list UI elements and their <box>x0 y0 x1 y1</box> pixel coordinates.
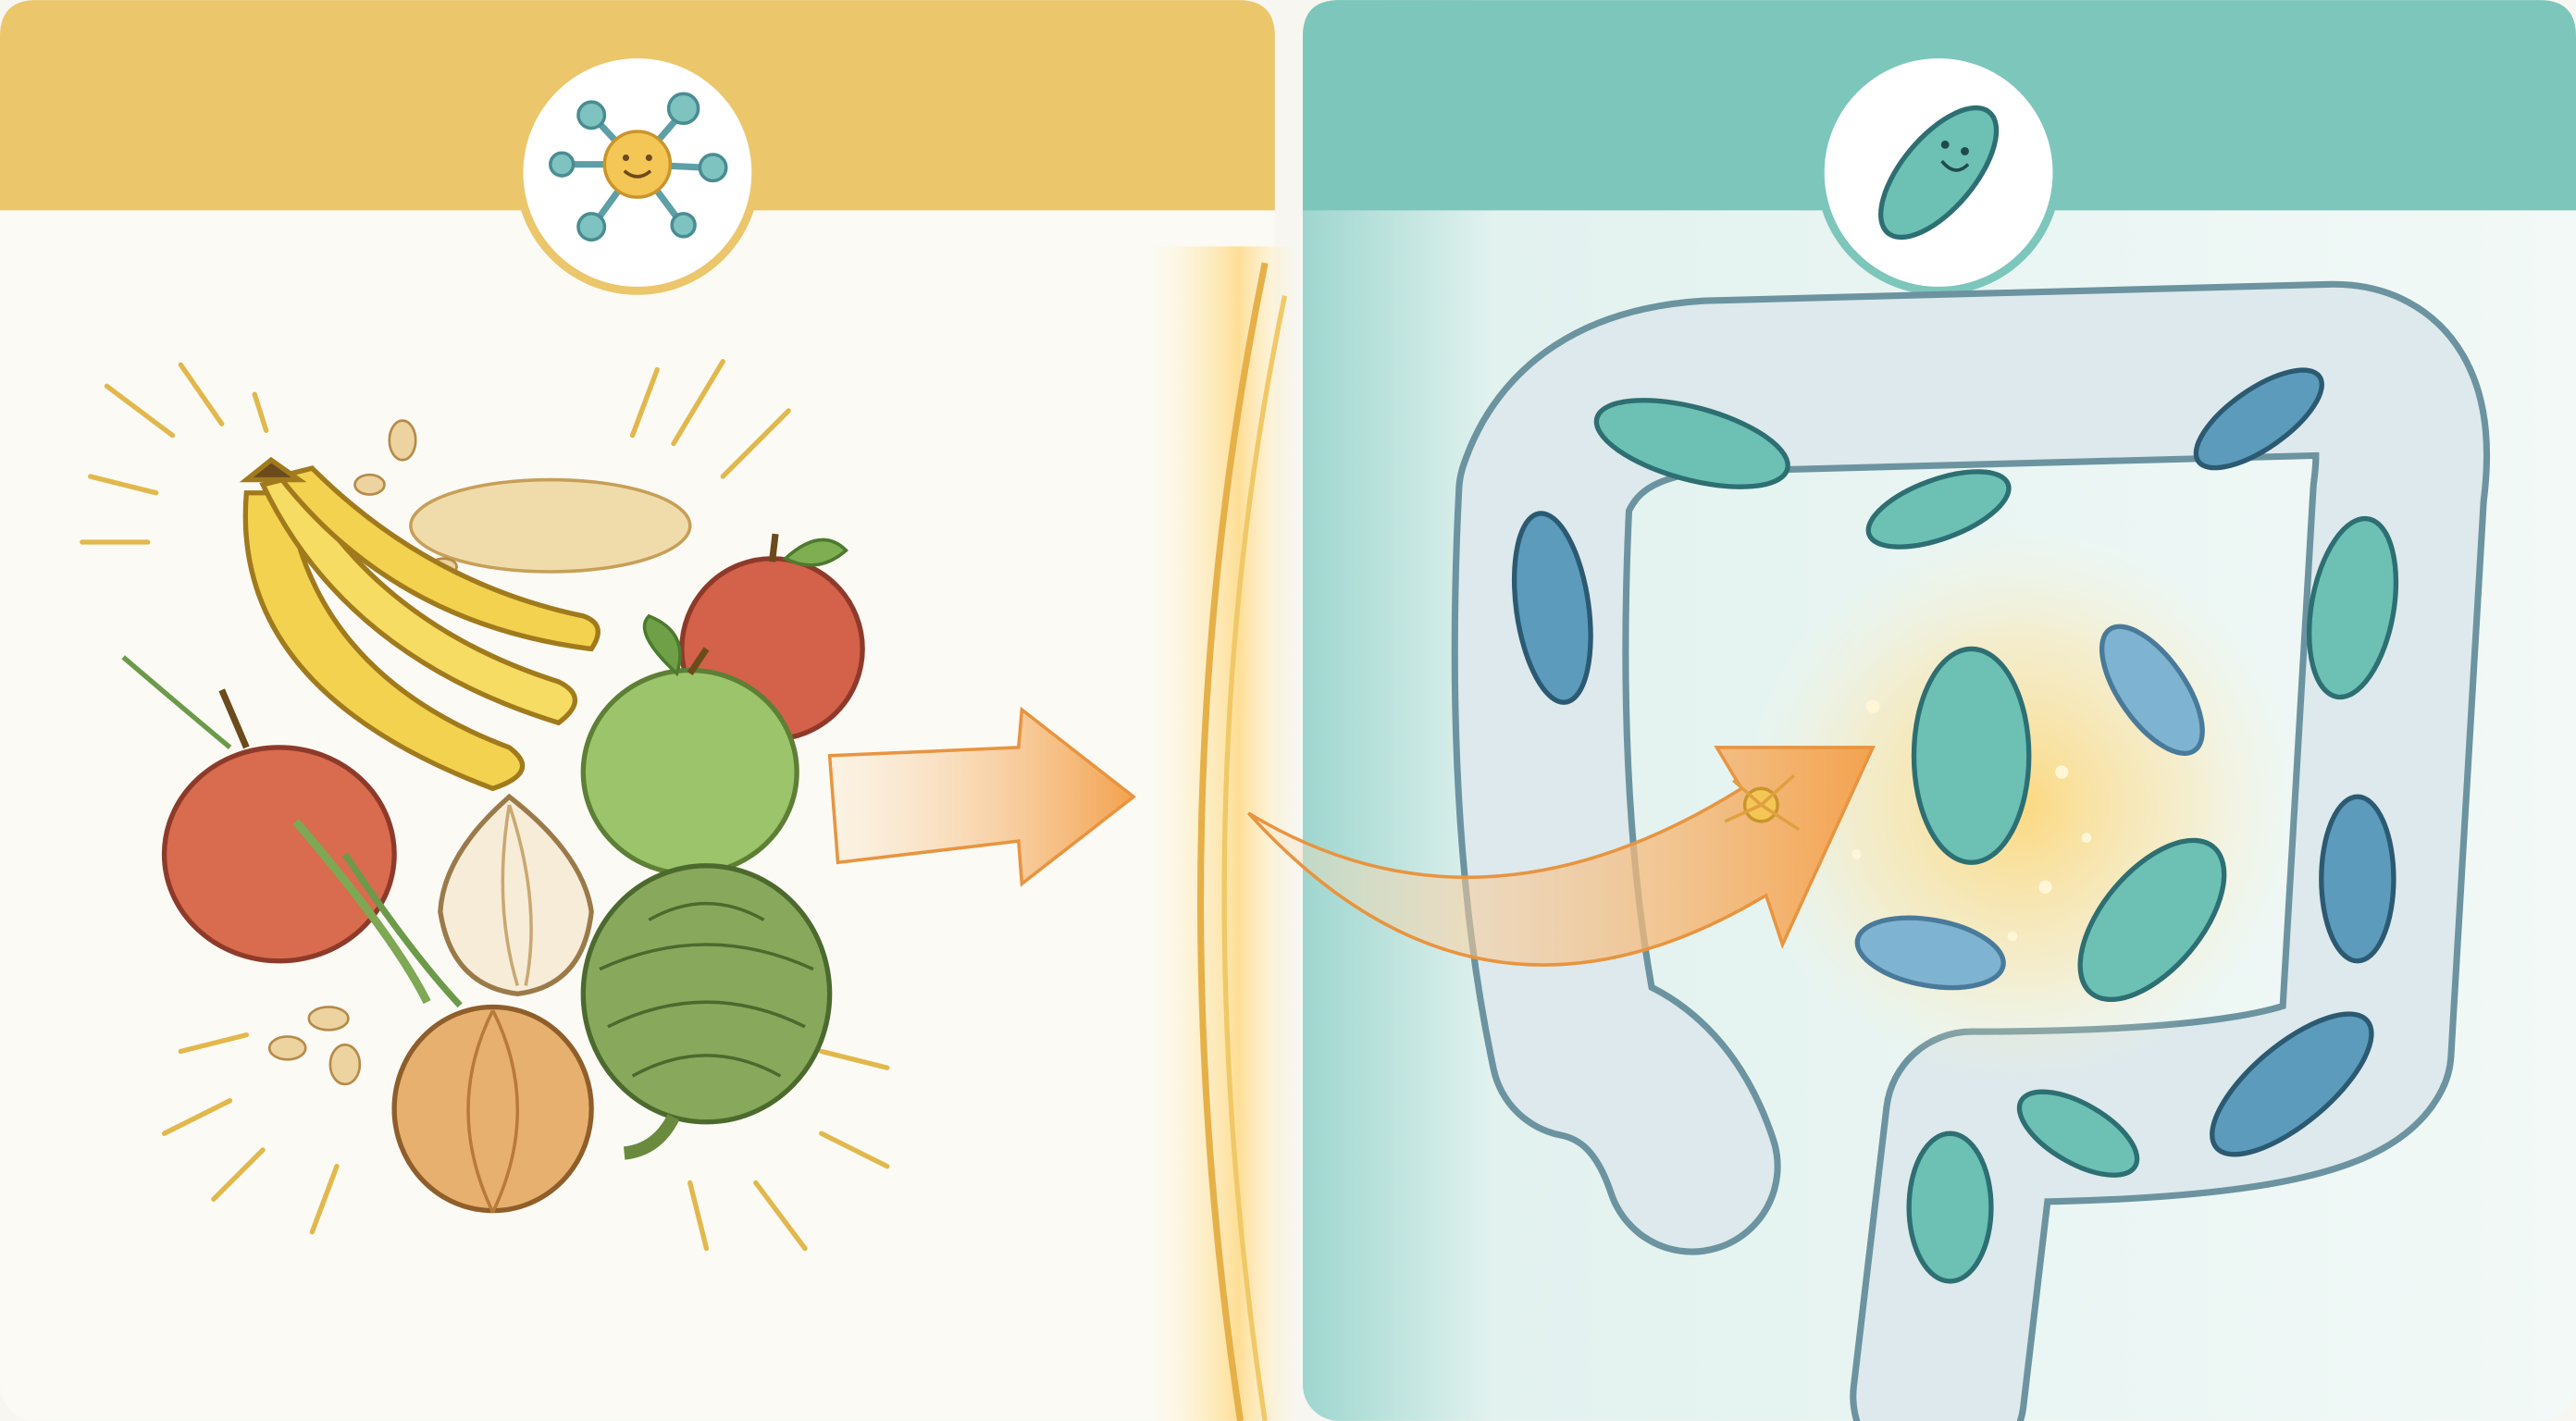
bacterium <box>2319 794 2396 964</box>
bacterium <box>1911 646 2032 865</box>
bacterium <box>2210 1011 2374 1157</box>
bacterium <box>2099 624 2205 757</box>
left-panel <box>0 0 1275 1421</box>
artichoke <box>580 863 833 1160</box>
small-onion <box>438 793 594 996</box>
large-onion <box>292 818 594 1214</box>
nutrient-sparkles <box>1852 699 2092 942</box>
bacterium <box>1593 398 1790 489</box>
red-apple-left <box>121 655 397 964</box>
left-arrow <box>827 706 1136 887</box>
bacterium <box>2016 1089 2140 1178</box>
gut-arrow <box>1247 746 1876 967</box>
bacterium <box>2306 515 2399 700</box>
bacterium <box>2077 837 2227 1003</box>
arrow-molecule-icon <box>1724 773 1801 832</box>
bacterium-icon <box>1815 50 2062 295</box>
bacterium <box>2193 367 2324 471</box>
prebiotic-molecule-icon <box>514 50 761 295</box>
sparkle-rays <box>80 359 890 1252</box>
gut-bacteria <box>1511 367 2399 1284</box>
bacterium <box>1854 915 2006 991</box>
bacterium <box>1906 1131 1994 1284</box>
bacterium <box>1865 469 2012 550</box>
bacterium <box>1511 511 1593 705</box>
banana <box>239 456 601 792</box>
